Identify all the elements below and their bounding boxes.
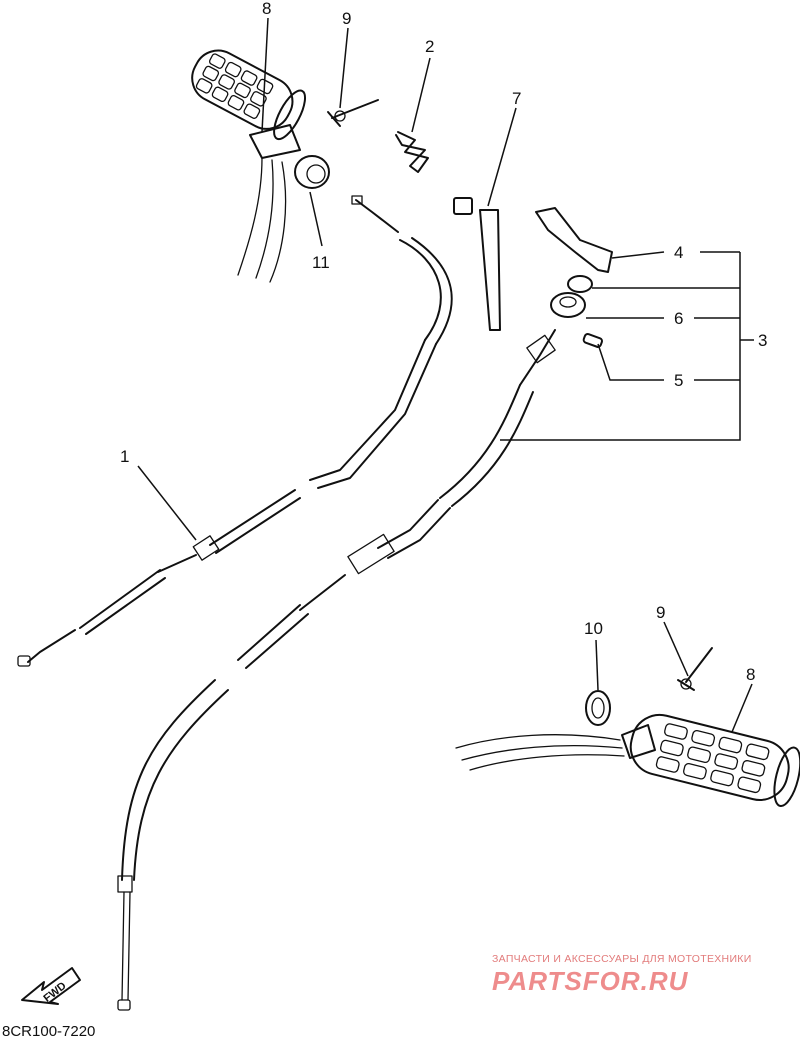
- cable-tie-part-7: [453, 197, 501, 331]
- callout-6: 6: [674, 309, 683, 328]
- callout-5: 5: [674, 371, 683, 390]
- callout-8-bottom: 8: [746, 665, 755, 684]
- callout-3: 3: [758, 331, 767, 350]
- cable-part-1: [17, 195, 453, 667]
- ring-part-10: [585, 690, 611, 726]
- callout-8-top: 8: [262, 0, 271, 18]
- callout-9-top: 9: [342, 9, 351, 28]
- grip-bottom-right: [629, 713, 800, 808]
- leader-lines: [137, 17, 754, 733]
- grip-top-left: [191, 49, 307, 141]
- watermark: ЗАПЧАСТИ И АКСЕССУАРЫ ДЛЯ МОТОТЕХНИКИ PA…: [492, 953, 752, 996]
- wire-clip-part-2: [395, 131, 429, 173]
- callout-2: 2: [425, 37, 434, 56]
- ring-part-11: [294, 155, 330, 189]
- callout-11: 11: [312, 253, 330, 272]
- callout-10: 10: [584, 619, 603, 638]
- callout-7: 7: [512, 89, 521, 108]
- switch-wires-bottom: [455, 724, 656, 771]
- switch-wires-top: [237, 124, 301, 283]
- screw-bottom: [677, 647, 713, 691]
- fwd-label: FWD: [42, 980, 69, 1005]
- pin-part-5: [582, 333, 603, 348]
- screw-top: [327, 99, 379, 127]
- cable-part-3: [117, 329, 556, 1011]
- fwd-arrow-icon: FWD: [21, 967, 81, 1005]
- watermark-brand: PARTSFOR.RU: [492, 966, 689, 996]
- bushing-part-6: [550, 292, 586, 318]
- washer-part-small: [567, 275, 593, 293]
- drawing-code: 8CR100-7220: [2, 1023, 95, 1040]
- lever-part-4: [535, 207, 613, 273]
- callout-1: 1: [120, 447, 129, 466]
- watermark-tagline: ЗАПЧАСТИ И АКСЕССУАРЫ ДЛЯ МОТОТЕХНИКИ: [492, 953, 752, 965]
- callout-labels: 8 9 2 7 11 4 6 3 5 1 10 9 8: [120, 0, 767, 684]
- callout-9-bottom: 9: [656, 603, 665, 622]
- callout-4: 4: [674, 243, 683, 262]
